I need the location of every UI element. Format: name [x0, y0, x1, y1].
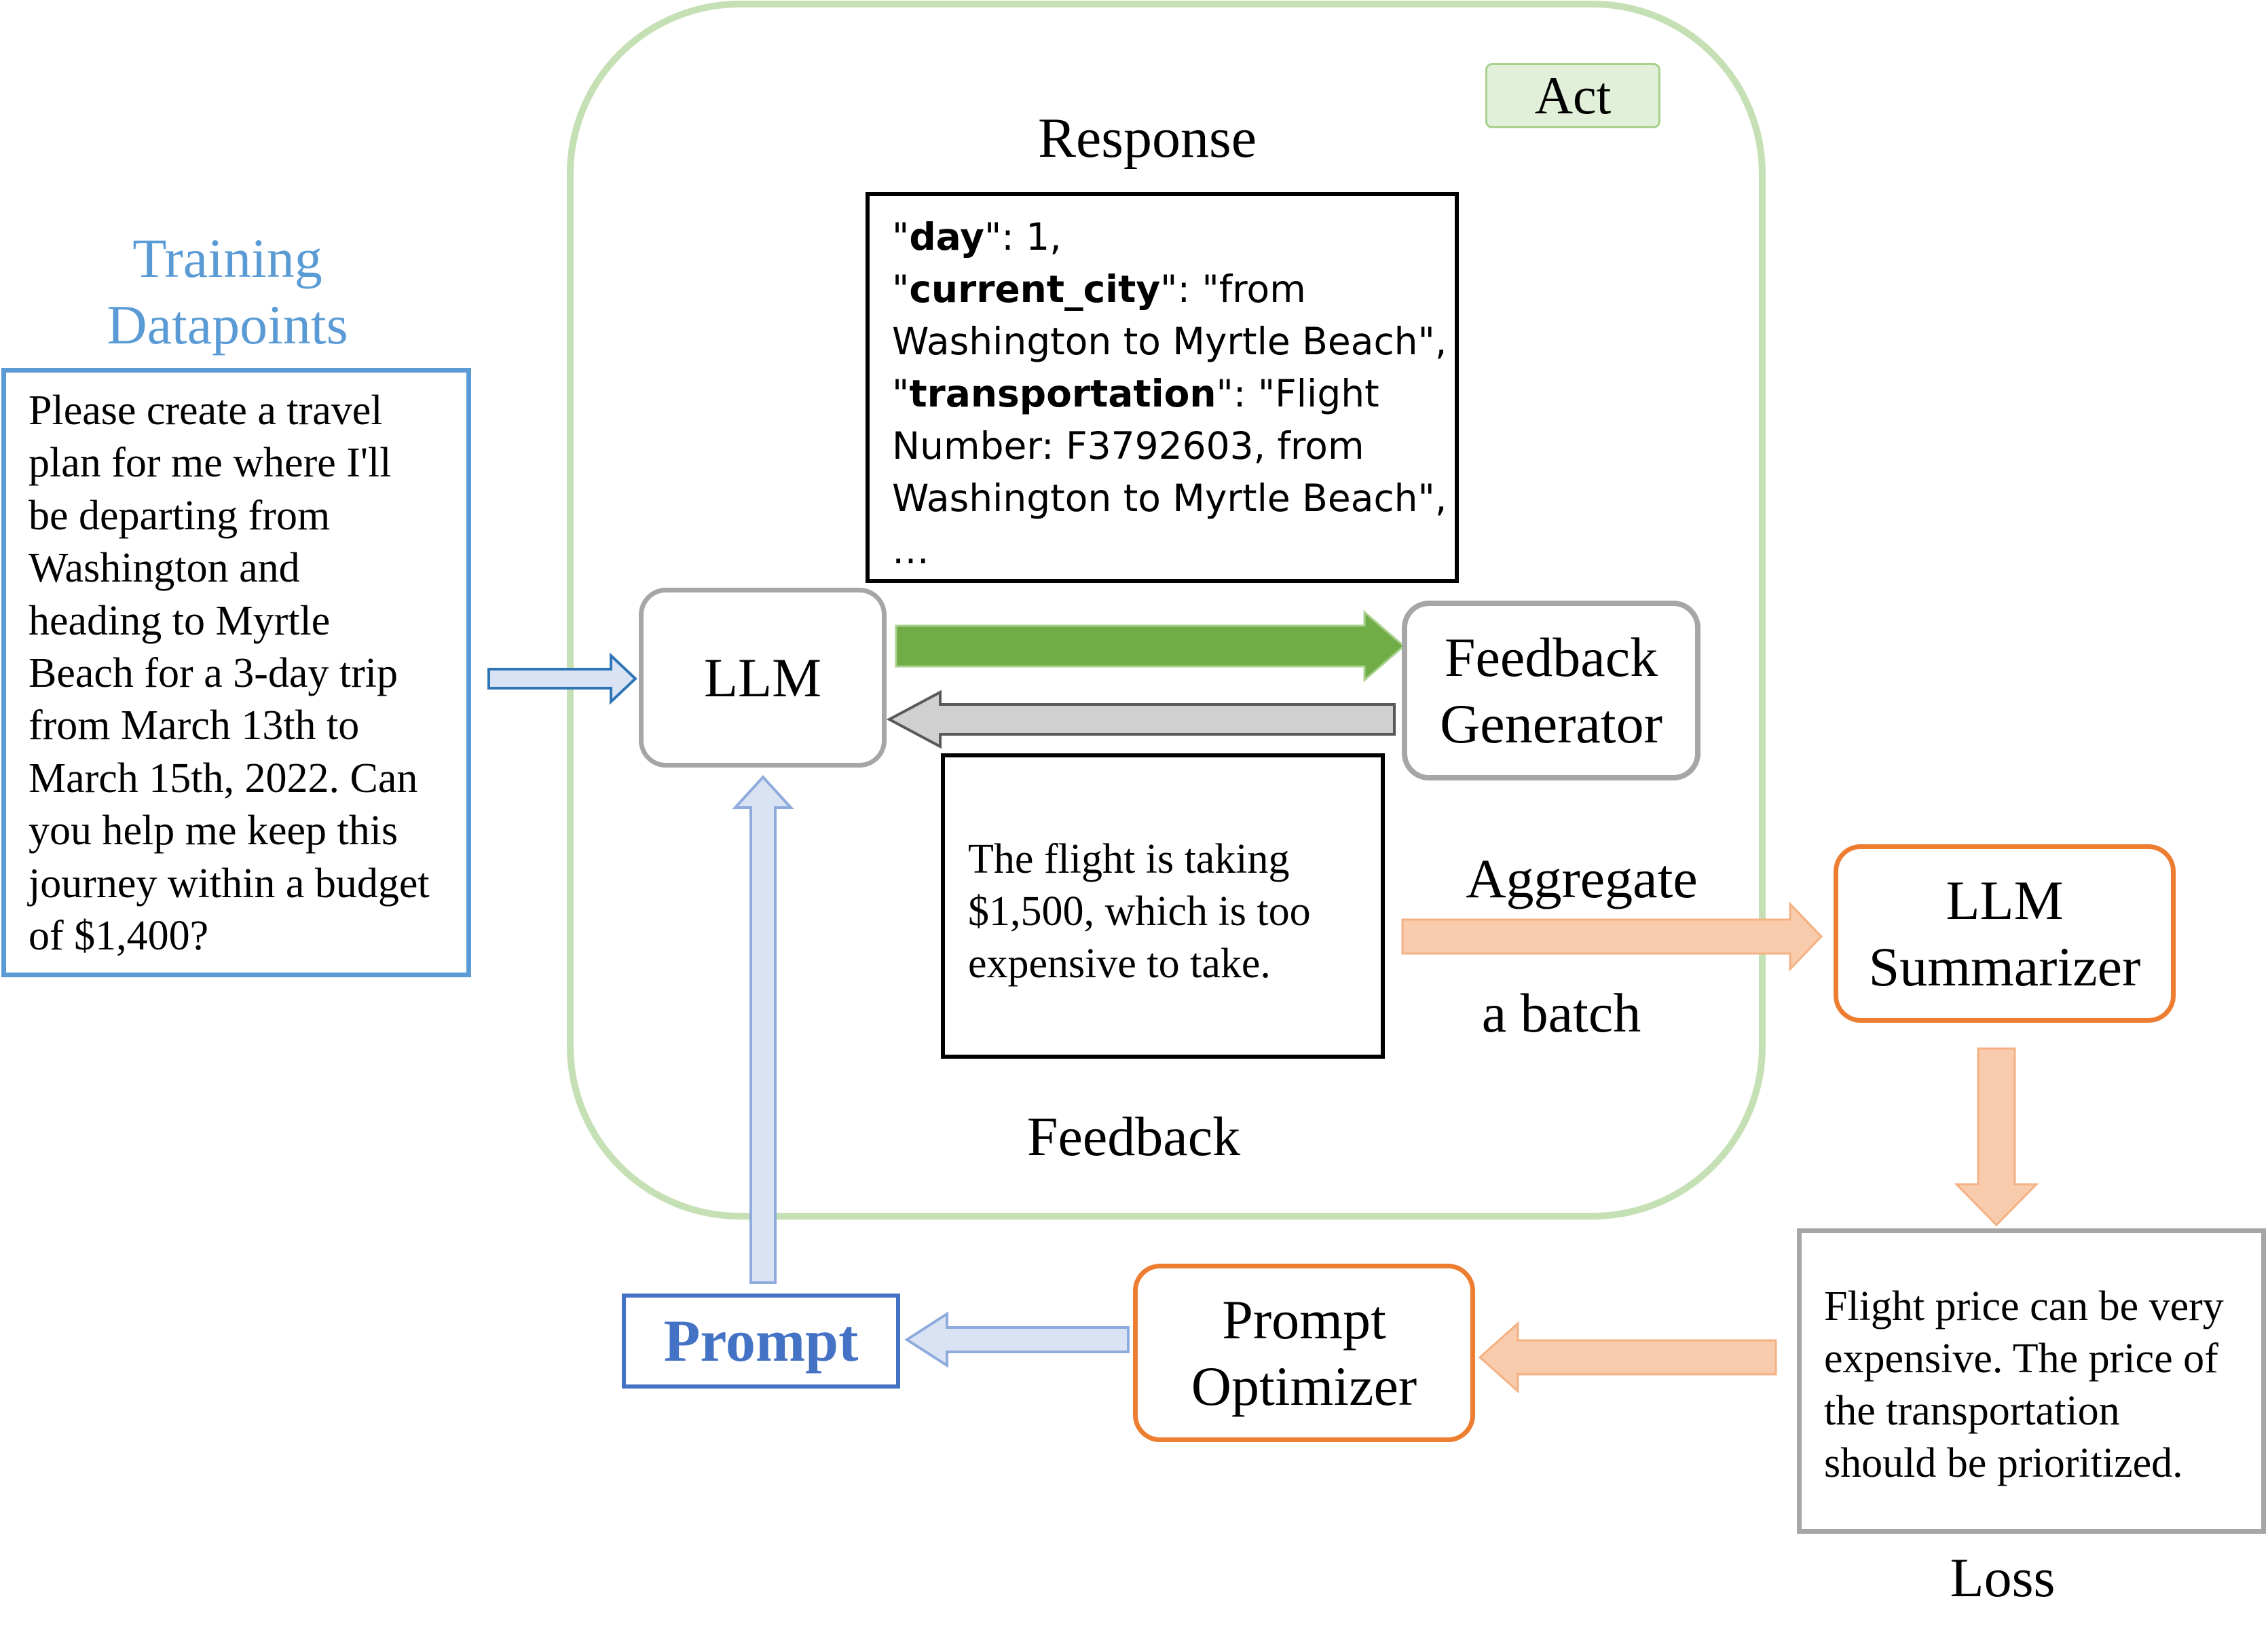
aggregate-label: Aggregate	[1466, 848, 1698, 909]
act-container	[567, 1, 1766, 1220]
feedback-box: The flight is taking $1,500, which is to…	[941, 753, 1385, 1059]
input-arrow	[487, 652, 637, 705]
prompt-label: Prompt	[663, 1308, 859, 1374]
prompt-to-llm-arrow	[732, 775, 794, 1284]
training-datapoint-box: Please create a travel plan for me where…	[1, 368, 471, 977]
llm-box: LLM	[639, 588, 887, 768]
llm-label: LLM	[703, 646, 822, 709]
response-line: Number: F3792603, from	[892, 420, 1434, 472]
response-line: "transportation": "Flight	[892, 372, 1379, 415]
response-line: Washington to Myrtle Beach",	[892, 316, 1447, 368]
response-value: : 1,	[1001, 215, 1062, 259]
act-badge: Act	[1485, 63, 1660, 128]
aggregate-arrow	[1401, 901, 1823, 972]
loss-box: Flight price can be very expensive. The …	[1797, 1228, 2266, 1534]
response-value: Number: F3792603, from	[892, 424, 1364, 468]
feedback-text: The flight is taking $1,500, which is to…	[968, 836, 1311, 987]
prompt-optimizer-box: Prompt Optimizer	[1133, 1264, 1475, 1442]
feedback-label: Feedback	[1026, 1106, 1241, 1167]
response-value: Washington to Myrtle Beach",	[892, 476, 1447, 520]
response-key: day	[909, 215, 984, 259]
response-key: current_city	[909, 267, 1161, 311]
prompt-box: Prompt	[622, 1294, 900, 1389]
response-line: "current_city": "from	[892, 267, 1306, 311]
feedback-generator-label: Feedback Generator	[1440, 626, 1662, 755]
llm-summarizer-box: LLM Summarizer	[1834, 844, 2176, 1023]
loss-to-optimizer-arrow	[1478, 1321, 1777, 1394]
llm-summarizer-label: LLM Summarizer	[1868, 869, 2141, 998]
loss-label: Loss	[1950, 1547, 2056, 1608]
prompt-optimizer-label: Prompt Optimizer	[1191, 1288, 1417, 1417]
response-line: "day": 1,	[892, 215, 1062, 259]
response-label: Response	[1038, 106, 1257, 170]
training-datapoint-text: Please create a travel plan for me where…	[29, 388, 430, 960]
loss-text: Flight price can be very expensive. The …	[1824, 1283, 2224, 1486]
batch-label: a batch	[1481, 982, 1641, 1044]
response-value: Washington to Myrtle Beach",	[892, 320, 1447, 363]
response-value: : "from	[1177, 267, 1306, 311]
feedback-return-arrow	[886, 690, 1396, 749]
training-datapoints-title: Training Datapoints	[107, 227, 348, 356]
optimizer-to-prompt-arrow	[904, 1311, 1130, 1368]
summarize-arrow	[1954, 1047, 2039, 1227]
response-line: …	[892, 525, 1434, 577]
response-line: Washington to Myrtle Beach",	[892, 472, 1447, 525]
act-label: Act	[1534, 66, 1612, 125]
response-value: : "Flight	[1233, 372, 1379, 415]
response-key: transportation	[909, 372, 1216, 415]
response-value: …	[892, 529, 929, 572]
feedback-generator-box: Feedback Generator	[1402, 601, 1700, 780]
response-arrow	[895, 609, 1406, 683]
